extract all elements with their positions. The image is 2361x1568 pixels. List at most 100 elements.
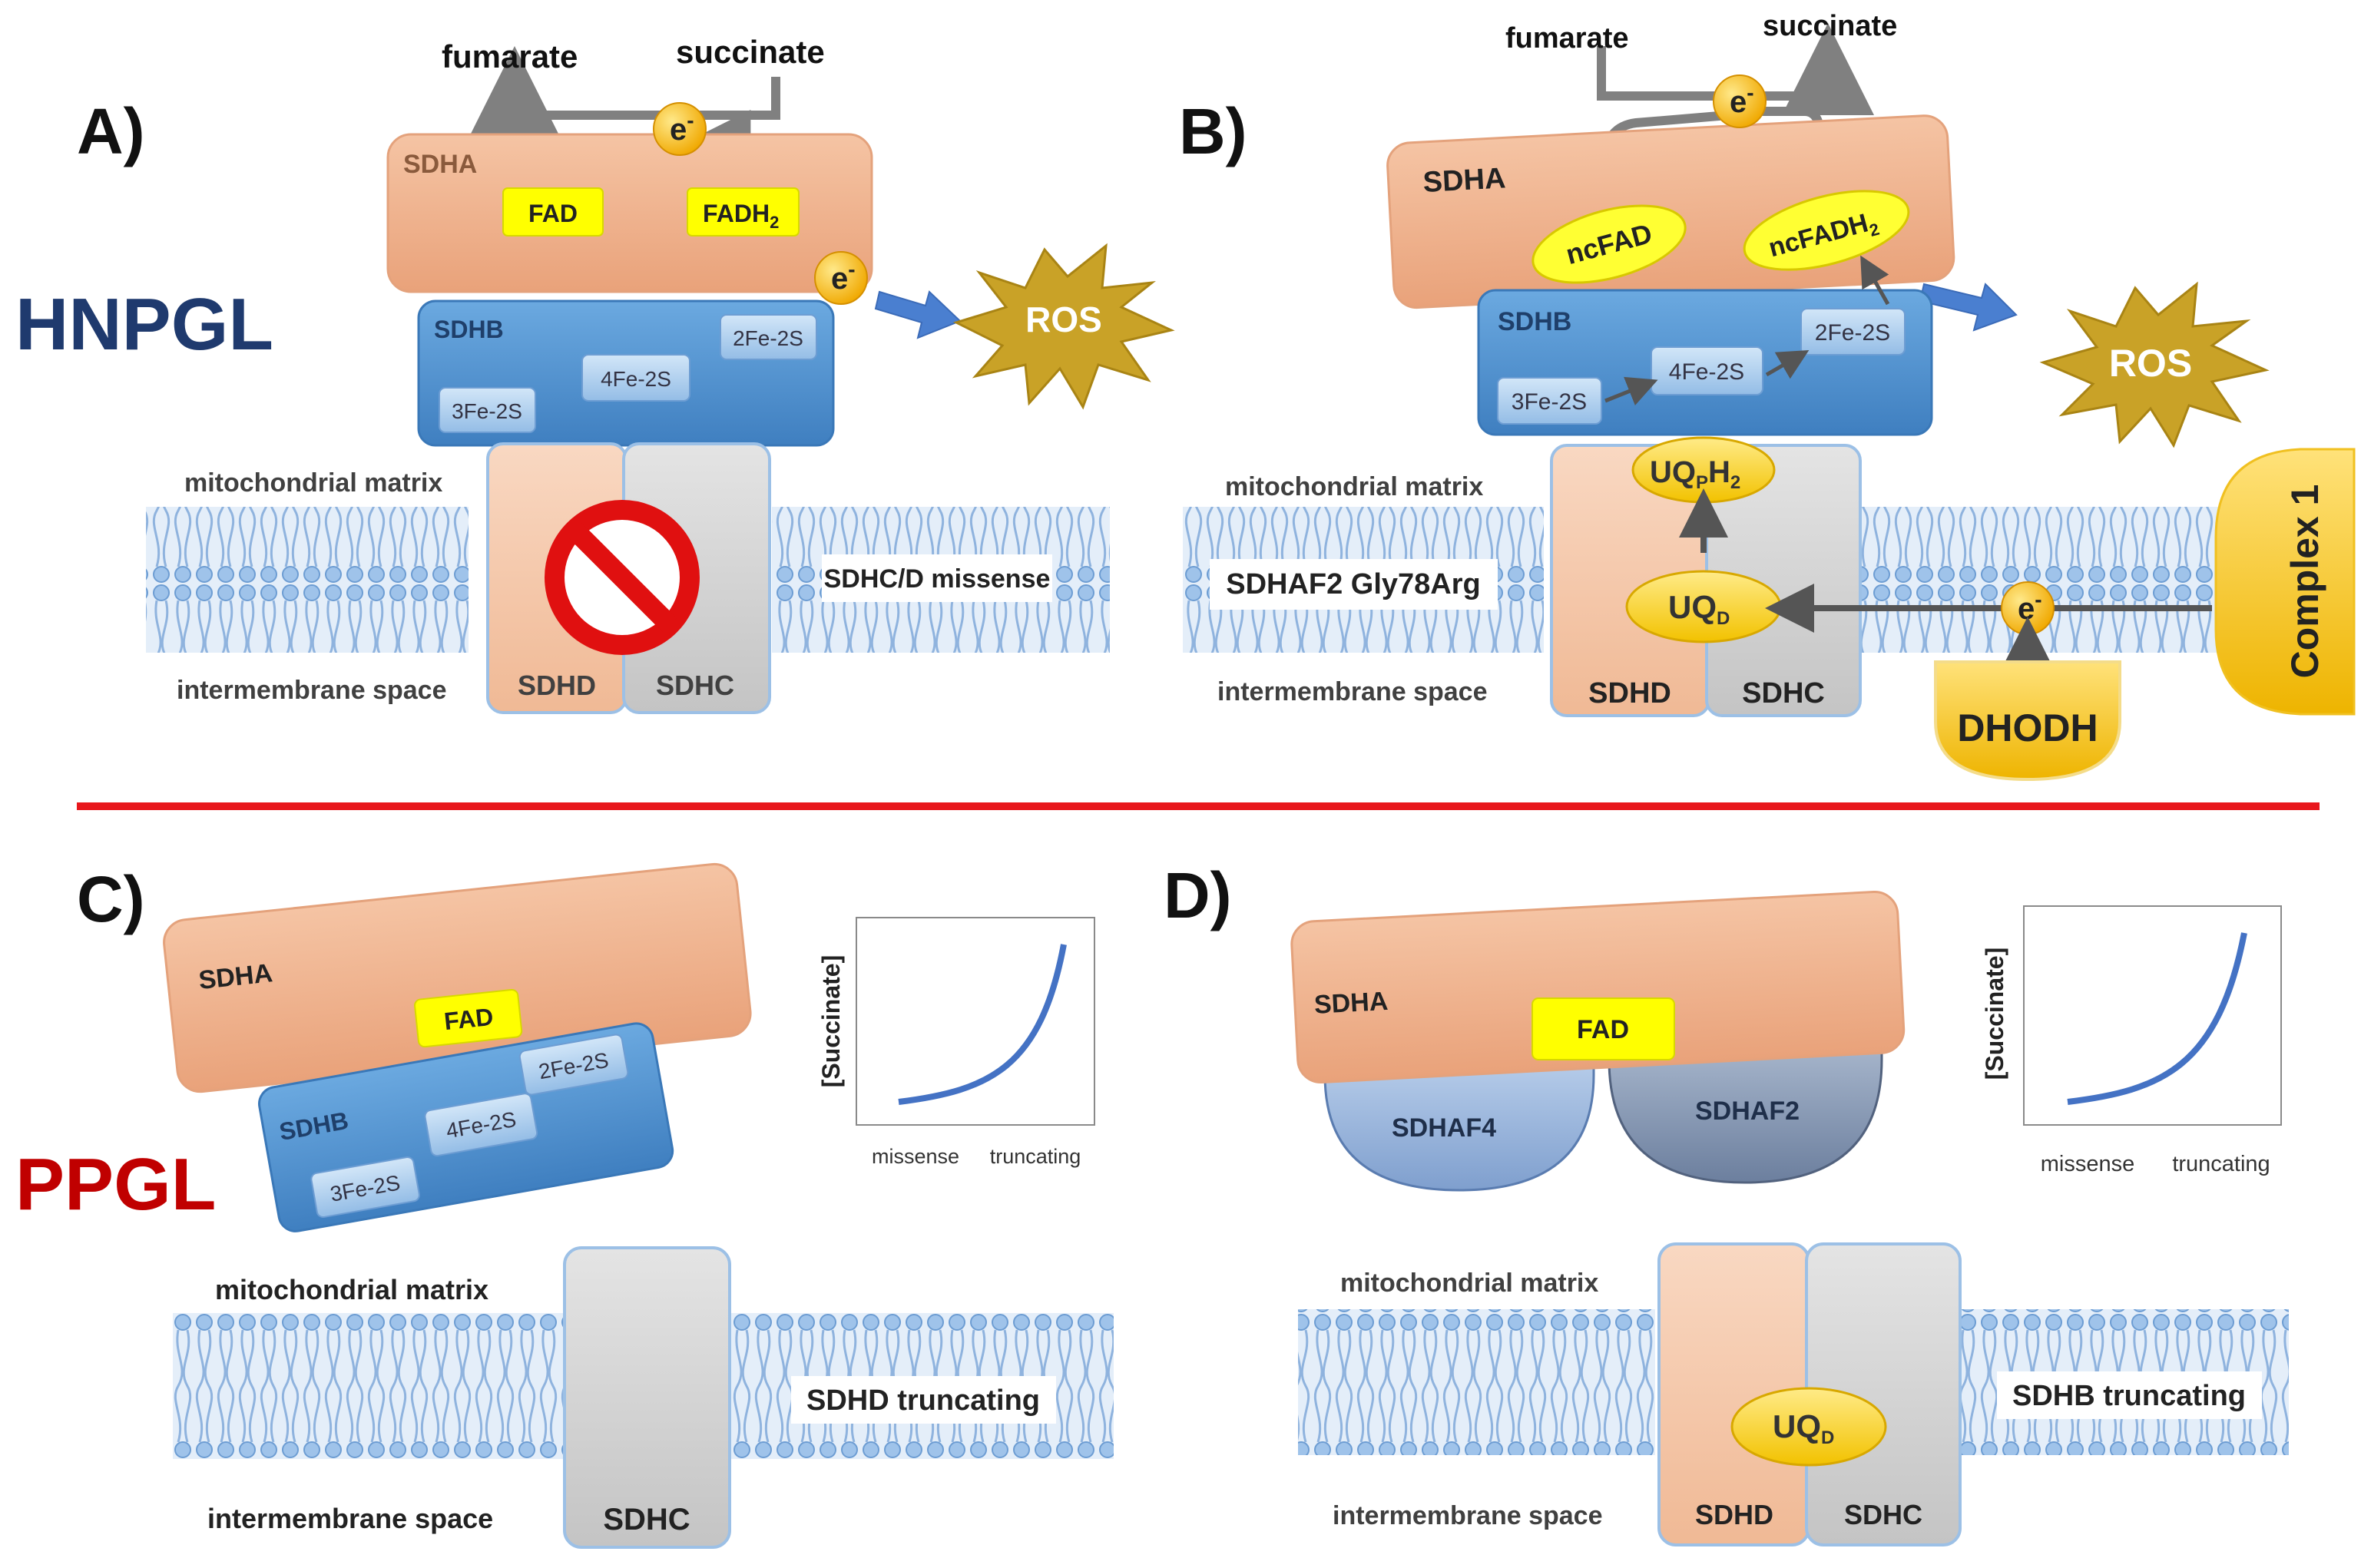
ros-arrow-a bbox=[874, 290, 962, 339]
group-label-ppgl: PPGL bbox=[15, 1143, 216, 1226]
panel-c-letter: C) bbox=[77, 863, 145, 935]
chart-xlabel-truncating-d: truncating bbox=[2172, 1152, 2270, 1176]
sdhb-label-a: SDHB bbox=[434, 316, 504, 343]
panel-c: C) SDHA SDHB 2Fe-2S 4Fe-2S 3Fe-2S FAD [S… bbox=[77, 862, 1114, 1549]
fadh2-box-a bbox=[687, 187, 800, 237]
fad-label-c: FAD bbox=[443, 1003, 495, 1035]
mutation-box-a bbox=[822, 554, 1052, 602]
uqd-label-b: UQD bbox=[1668, 589, 1730, 629]
sdha-label-b: SDHA bbox=[1422, 162, 1507, 199]
cluster-3fe2s-c bbox=[310, 1156, 420, 1219]
matrix-label-d: mitochondrial matrix bbox=[1340, 1269, 1598, 1298]
mutation-label-d: SDHB truncating bbox=[2012, 1380, 2246, 1412]
panel-a-letter: A) bbox=[77, 95, 145, 167]
panel-a: A) fumarate succinate SDHA FAD FADH2 e- … bbox=[77, 34, 1175, 714]
mutation-label-c: SDHD truncating bbox=[806, 1384, 1040, 1417]
mutation-label-a: SDHC/D missense bbox=[824, 564, 1051, 594]
substrate-path-b bbox=[1597, 23, 1874, 115]
cluster-4fe2s-label-a: 4Fe-2S bbox=[601, 367, 671, 391]
fumarate-label-a: fumarate bbox=[442, 38, 578, 74]
cluster-3fe2s-a bbox=[439, 387, 536, 433]
sdhc-label-a: SDHC bbox=[656, 670, 734, 701]
ros-burst-a bbox=[952, 243, 1175, 410]
panel-d-letter: D) bbox=[1164, 859, 1232, 931]
fad-box-a bbox=[502, 187, 604, 237]
transfer-arrow-1-b bbox=[1604, 376, 1658, 405]
intermembrane-label-b: intermembrane space bbox=[1217, 677, 1488, 706]
sdha-label-d: SDHA bbox=[1313, 987, 1389, 1020]
substrate-path-a bbox=[469, 46, 780, 138]
dhodh-label: DHODH bbox=[1957, 706, 2098, 749]
electron-b-top bbox=[1713, 74, 1767, 128]
transfer-arrow-2-b bbox=[1765, 349, 1810, 379]
mutation-box-b bbox=[1210, 559, 1498, 610]
chart-ylabel-d: [Succinate] bbox=[1981, 948, 2008, 1080]
intermembrane-label-c: intermembrane space bbox=[207, 1503, 493, 1534]
chart-ylabel-c: [Succinate] bbox=[817, 955, 845, 1087]
fad-label-a: FAD bbox=[528, 200, 578, 227]
blocked-icon bbox=[545, 500, 700, 655]
ros-arrow-b bbox=[1919, 283, 2018, 332]
complex1-enzyme bbox=[2214, 448, 2356, 716]
sdha-subunit-a bbox=[386, 133, 873, 293]
electron-a-side bbox=[814, 251, 868, 305]
panel-b-letter: B) bbox=[1179, 95, 1247, 167]
sdhd-label-b: SDHD bbox=[1588, 677, 1671, 710]
electron-label-a-side: e- bbox=[831, 257, 856, 296]
matrix-label-b: mitochondrial matrix bbox=[1225, 472, 1483, 501]
membrane-c-left bbox=[173, 1313, 565, 1459]
sdhd-label-a: SDHD bbox=[518, 670, 596, 701]
sdhc-label-d: SDHC bbox=[1844, 1499, 1922, 1530]
chart-xlabel-missense-d: missense bbox=[2041, 1152, 2135, 1176]
cluster-3fe2s-b bbox=[1497, 377, 1602, 425]
sdha-subunit-d bbox=[1290, 891, 1906, 1084]
uqph2-label-b: UQPH2 bbox=[1650, 455, 1740, 493]
intermembrane-label-a: intermembrane space bbox=[177, 676, 447, 705]
succinate-label-a: succinate bbox=[676, 34, 825, 70]
chart-xlabel-truncating-c: truncating bbox=[990, 1145, 1081, 1168]
fad-label-d: FAD bbox=[1577, 1015, 1629, 1044]
succinate-curve-d bbox=[2067, 932, 2247, 1105]
complex1-label: Complex 1 bbox=[2283, 485, 2326, 679]
membrane-b-right bbox=[1859, 507, 2258, 653]
ros-label-b: ROS bbox=[2109, 342, 2192, 385]
succinate-label-b: succinate bbox=[1763, 10, 1897, 42]
cluster-4fe2s-label-b: 4Fe-2S bbox=[1669, 359, 1744, 385]
electron-label-a-top: e- bbox=[670, 108, 694, 147]
succinate-curve-c bbox=[898, 944, 1067, 1105]
cluster-2fe2s-a bbox=[720, 314, 817, 360]
panel-b: B) fumarate succinate SDHA e- ncFAD ncFA… bbox=[1179, 10, 2356, 782]
cluster-4fe2s-c bbox=[424, 1093, 538, 1157]
sdhaf2-factor bbox=[1608, 1043, 1883, 1184]
group-label-hnpgl: HNPGL bbox=[15, 283, 273, 366]
sdhc-subunit-c bbox=[563, 1246, 731, 1549]
cluster-2fe2s-label-b: 2Fe-2S bbox=[1815, 320, 1890, 346]
cluster-3fe2s-label-a: 3Fe-2S bbox=[452, 399, 522, 423]
ncfad-ellipse-b bbox=[1532, 204, 1687, 284]
cluster-4fe2s-a bbox=[581, 354, 690, 402]
chart-xlabel-missense-c: missense bbox=[872, 1145, 959, 1168]
membrane-d-left bbox=[1298, 1309, 1655, 1455]
fad-box-c bbox=[414, 988, 523, 1048]
membrane-a-left bbox=[146, 507, 469, 653]
succinate-chart-d bbox=[2023, 905, 2282, 1126]
cluster-2fe2s-label-a: 2Fe-2S bbox=[733, 326, 803, 350]
uqd-ellipse-d bbox=[1730, 1387, 1887, 1467]
ncfadh2-ellipse-b bbox=[1743, 190, 1910, 271]
ros-burst-b bbox=[2039, 281, 2270, 448]
sdha-label-a: SDHA bbox=[403, 150, 477, 179]
uqd-label-d: UQD bbox=[1773, 1408, 1834, 1448]
sdhb-label-b: SDHB bbox=[1498, 307, 1571, 336]
mutation-box-d bbox=[1997, 1371, 2262, 1419]
ros-label-a: ROS bbox=[1025, 299, 1102, 339]
sdhaf4-factor bbox=[1323, 1058, 1595, 1192]
matrix-label-c: mitochondrial matrix bbox=[215, 1274, 488, 1305]
intermembrane-label-d: intermembrane space bbox=[1333, 1501, 1603, 1530]
mutation-label-b: SDHAF2 Gly78Arg bbox=[1226, 568, 1481, 600]
succinate-chart-c bbox=[856, 917, 1095, 1126]
sdhc-label-b: SDHC bbox=[1742, 677, 1825, 710]
fad-box-d bbox=[1532, 997, 1675, 1060]
cluster-4fe2s-b bbox=[1651, 346, 1763, 395]
cluster-2fe2s-b bbox=[1800, 308, 1906, 356]
